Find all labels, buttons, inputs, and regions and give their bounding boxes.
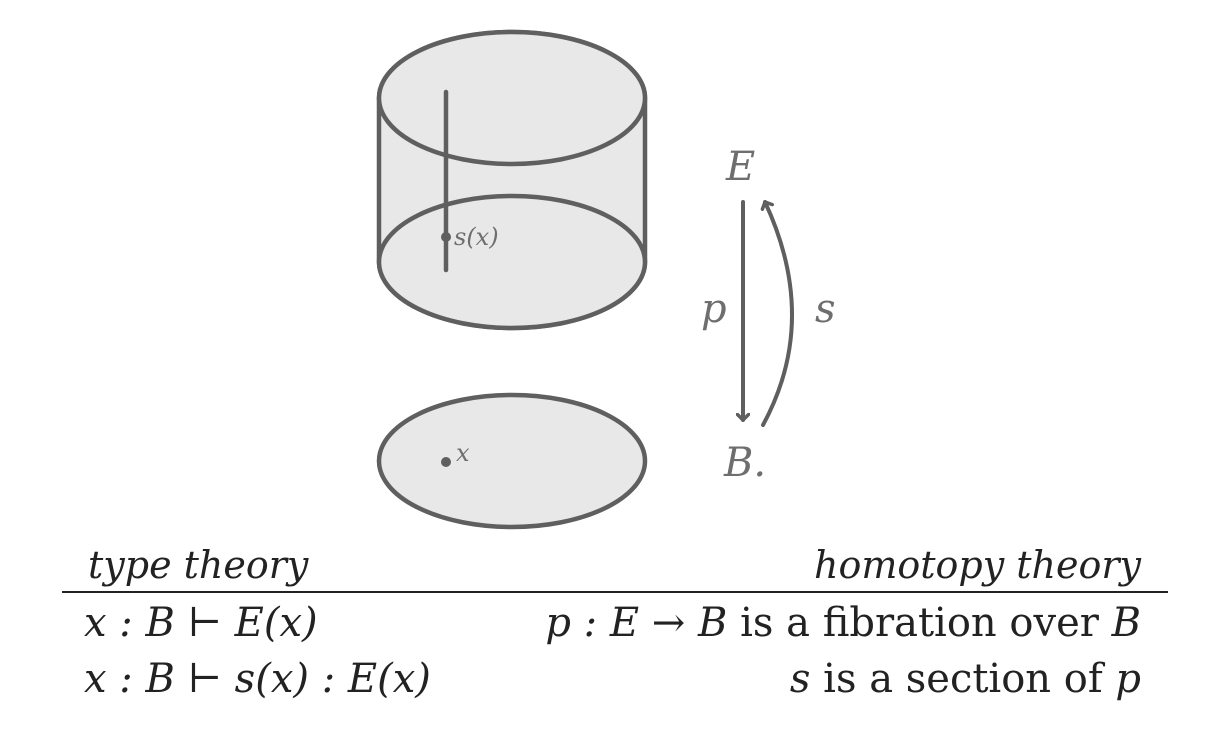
base-point xyxy=(441,457,451,467)
header-homotopy-theory: homotopy theory xyxy=(814,543,1142,587)
base-space-label: B. xyxy=(723,440,766,486)
base-ellipse xyxy=(376,392,648,530)
row-2-right: s is a section of p xyxy=(790,656,1141,702)
base-disk: x xyxy=(376,392,648,530)
section-arrow-label: s xyxy=(815,286,836,332)
section-point-label: s(x) xyxy=(454,223,499,251)
projection-arrow-label: p xyxy=(701,286,727,332)
correspondence-table: type theory homotopy theory x : B ⊢ E(x)… xyxy=(62,543,1168,702)
row-2-right-math-1: s xyxy=(790,656,811,702)
row-1-right-math-2: B xyxy=(1111,600,1141,646)
cylinder-top-ellipse xyxy=(376,29,648,167)
header-type-theory: type theory xyxy=(88,543,309,587)
section-arrow xyxy=(763,200,794,427)
row-1-right-math-1: p : E → B xyxy=(545,600,727,646)
row-2-left: x : B ⊢ s(x) : E(x) xyxy=(84,656,431,702)
row-2-right-math-2: p xyxy=(1115,656,1141,702)
section-point xyxy=(441,232,451,242)
base-point-label: x xyxy=(456,439,470,467)
row-2-right-text: is a section of xyxy=(810,656,1115,702)
cylinder: s(x) xyxy=(376,29,648,331)
total-space-label: E xyxy=(725,144,755,190)
row-1-right: p : E → B is a fibration over B xyxy=(545,600,1141,646)
cylinder-inner-bottom-ellipse xyxy=(376,193,648,331)
row-1-left: x : B ⊢ E(x) xyxy=(84,600,318,646)
fibration-arrows: E B. p s xyxy=(701,144,836,486)
row-1-right-text: is a fibration over xyxy=(727,600,1111,646)
